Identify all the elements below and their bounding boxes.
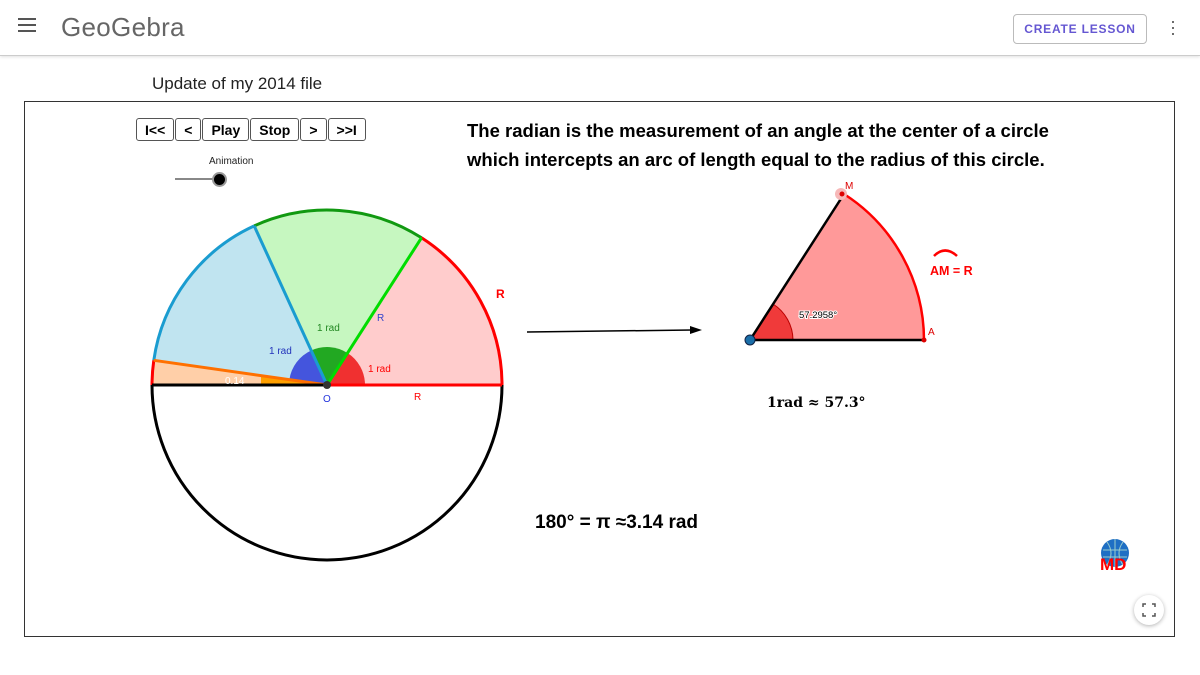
lower-semicircle <box>150 384 504 562</box>
segment-om <box>748 193 846 341</box>
radian-degree-formula: 1rad ≈ 57.3° <box>767 395 866 411</box>
one-radian-sector <box>750 194 924 340</box>
arc-am <box>843 192 926 341</box>
create-lesson-button[interactable]: CREATE LESSON <box>1013 14 1147 44</box>
radius-orange <box>153 358 328 387</box>
first-button[interactable]: I<< <box>136 118 175 141</box>
label-blue-rad: 1 rad <box>269 346 292 357</box>
svg-text:MD: MD <box>1100 555 1126 572</box>
blue-arc <box>152 224 255 361</box>
radius-green <box>325 236 423 386</box>
point-m[interactable] <box>839 191 845 197</box>
fullscreen-icon <box>1142 603 1156 617</box>
label-m: M <box>845 181 853 192</box>
red-sector <box>327 237 502 385</box>
blue-angle <box>289 350 327 385</box>
animation-controls: I<< < Play Stop > >>I <box>136 118 367 141</box>
label-orange: 0.14 <box>225 376 245 387</box>
arrow-head <box>690 326 702 334</box>
arc-symbol <box>933 249 958 257</box>
play-button[interactable]: Play <box>202 118 250 141</box>
author-logo-icon: MD <box>1100 539 1129 572</box>
green-angle <box>311 347 348 385</box>
fullscreen-button[interactable] <box>1134 595 1164 625</box>
label-o: O <box>323 394 331 405</box>
arc-equation: AM = R <box>930 264 973 278</box>
slider-label: Animation <box>209 156 254 167</box>
label-green-rad: 1 rad <box>317 323 340 334</box>
slider-knob[interactable] <box>212 172 227 187</box>
orange-arc <box>150 360 156 386</box>
point-o[interactable] <box>323 381 331 389</box>
center-point[interactable] <box>744 334 756 346</box>
blue-sector <box>153 225 327 385</box>
red-angle <box>327 353 365 385</box>
hamburger-icon[interactable] <box>18 18 36 32</box>
next-button[interactable]: > <box>300 118 327 141</box>
more-vertical-icon[interactable]: ··· <box>1170 11 1176 43</box>
label-r-red: R <box>414 392 421 403</box>
radius-blue <box>252 225 329 386</box>
last-button[interactable]: >>I <box>327 118 366 141</box>
label-red-rad: 1 rad <box>368 364 391 375</box>
point-a[interactable] <box>921 337 927 343</box>
geogebra-logo[interactable]: GeoGebra <box>61 12 185 42</box>
top-bar: GeoGebra CREATE LESSON ··· <box>0 0 1200 56</box>
geogebra-applet[interactable] <box>24 101 1175 637</box>
page-title: Update of my 2014 file <box>152 74 323 93</box>
angle-label: 57.2958° <box>799 310 837 321</box>
label-r-arc: R <box>496 287 505 301</box>
green-sector <box>254 210 422 385</box>
prev-button[interactable]: < <box>175 118 202 141</box>
definition-line-1: The radian is the measurement of an angl… <box>467 120 1049 141</box>
arrow-line <box>526 329 693 333</box>
stop-button[interactable]: Stop <box>250 118 300 141</box>
definition-line-2: which intercepts an arc of length equal … <box>467 149 1045 170</box>
label-r-green: R <box>377 313 384 324</box>
definition-text: The radian is the measurement of an angl… <box>467 116 1049 174</box>
animation-slider[interactable] <box>175 172 227 187</box>
red-arc <box>420 236 504 386</box>
green-arc <box>253 208 423 240</box>
label-a: A <box>928 327 935 338</box>
pi-formula: 180° = π ≈3.14 rad <box>535 512 699 533</box>
